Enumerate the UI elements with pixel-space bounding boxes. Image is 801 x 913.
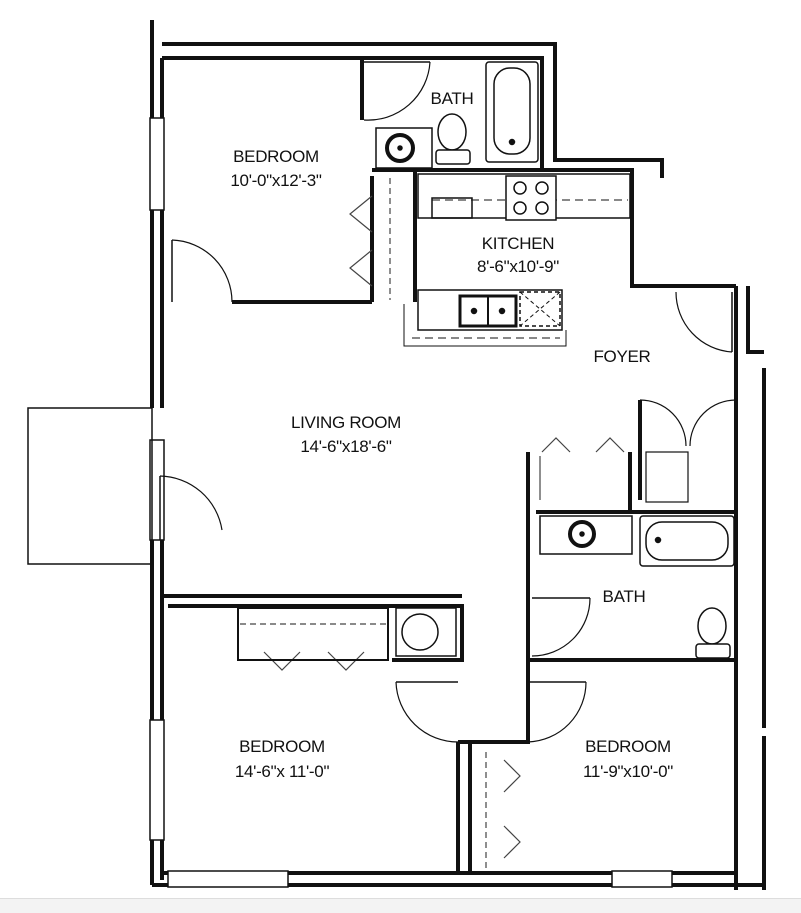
wall-right-outer	[746, 286, 764, 354]
room-size-kitchen: 8'-6"x10'-9"	[477, 257, 559, 276]
wall-lower-bedroom-north-3	[388, 604, 464, 662]
closet-br-bifold-1	[503, 759, 521, 793]
range	[505, 175, 557, 221]
room-name-bath-top: BATH	[431, 89, 474, 108]
closets	[237, 178, 689, 868]
window-left-top	[149, 117, 165, 211]
vanity-right	[539, 515, 633, 555]
door-closet-foyer-left	[639, 399, 687, 447]
room-name-living-room: LIVING ROOM	[291, 413, 401, 432]
door-bedroom-bl-swing	[395, 681, 459, 743]
fixtures	[375, 61, 735, 659]
bathtub-right-inner	[645, 521, 729, 561]
room-name-bath-right: BATH	[603, 587, 646, 606]
fridge	[431, 197, 473, 219]
kitchen-sink-drain-2	[498, 307, 506, 315]
room-size-bedroom-bottom-left: 14'-6"x 11'-0"	[235, 762, 330, 781]
door-entry-swing	[675, 291, 733, 353]
door-bath-top-swing	[363, 61, 431, 121]
bottom-border-strip	[0, 898, 801, 913]
closet-top-bifold-2	[349, 249, 373, 287]
window-bottom-right	[611, 870, 673, 888]
closet-foyer-bifold-1	[541, 437, 571, 453]
toilet-right-bowl	[697, 607, 727, 645]
room-name-bedroom-bottom-right: BEDROOM	[585, 737, 671, 756]
closet-top-bifold-1	[349, 195, 373, 233]
closet-bl-box	[237, 607, 389, 661]
kitchen-counter-bottom	[417, 289, 563, 331]
toilet-top-bowl	[437, 113, 467, 151]
window-bottom-left	[167, 870, 289, 888]
door-closet-foyer-right	[689, 399, 737, 447]
water-heater	[401, 613, 439, 651]
closet-bl-bifold-2	[327, 651, 365, 671]
room-size-bedroom-bottom-right: 11'-9"x10'-0"	[583, 762, 673, 781]
room-name-kitchen: KITCHEN	[482, 234, 555, 253]
sink-top-drain	[397, 145, 403, 151]
room-labels: BEDROOM 10'-0"x12'-3" BATH KITCHEN 8'-6"…	[230, 89, 673, 781]
toilet-top-tank	[435, 149, 471, 165]
door-bedroom-br-swing	[527, 681, 587, 743]
dishwasher-x2	[519, 291, 561, 327]
room-name-foyer: FOYER	[593, 347, 650, 366]
bathtub-top-drain	[508, 138, 516, 146]
kitchen-bar	[403, 304, 567, 347]
closet-foyer-linen	[645, 451, 689, 503]
closet-foyer-bifold-2	[595, 437, 625, 453]
burner-1	[513, 181, 527, 195]
interior-walls	[162, 58, 736, 873]
closet-br-bifold-2	[503, 825, 521, 859]
bathtub-top-inner	[493, 67, 531, 155]
room-size-living-room: 14'-6"x18'-6"	[300, 437, 391, 456]
door-bedroom-top-swing	[171, 239, 233, 303]
toilet-right-tank	[695, 643, 731, 659]
patio-door-swing	[159, 475, 223, 531]
wall-top-inner	[162, 56, 736, 288]
bathtub-right-drain	[654, 536, 662, 544]
kitchen-sink-drain-1	[470, 307, 478, 315]
closet-bl-bifold-1	[263, 651, 301, 671]
dishwasher-x1	[519, 291, 561, 327]
burner-2	[535, 181, 549, 195]
room-name-bedroom-bottom-left: BEDROOM	[239, 737, 325, 756]
wall-lower-corridor	[458, 660, 530, 744]
sink-right-drain	[579, 531, 585, 537]
patio	[27, 407, 153, 565]
room-name-bedroom-top: BEDROOM	[233, 147, 319, 166]
window-left-bottom	[149, 719, 165, 841]
wall-bath-kitchen	[372, 168, 417, 302]
utility-closet	[395, 607, 457, 657]
room-size-bedroom-top: 10'-0"x12'-3"	[230, 171, 321, 190]
wall-top-outer	[162, 42, 664, 175]
door-bath-right-swing	[531, 597, 591, 657]
doors	[171, 61, 737, 743]
burner-3	[513, 201, 527, 215]
burner-4	[535, 201, 549, 215]
